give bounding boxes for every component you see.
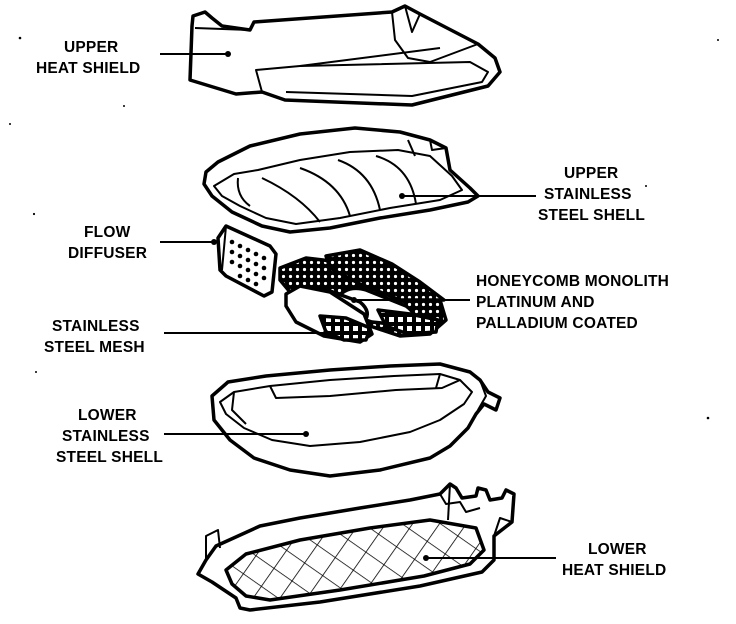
label-line: LOWER — [588, 541, 647, 558]
label-line: FLOW — [84, 224, 131, 241]
label-flow-diffuser: FLOW DIFFUSER — [68, 224, 217, 262]
leader-dot — [423, 555, 429, 561]
label-line: UPPER — [564, 165, 618, 182]
label-line: STAINLESS — [52, 318, 140, 335]
stainless-steel-mesh-part — [284, 284, 440, 344]
label-line: HEAT SHIELD — [36, 60, 140, 77]
label-line: UPPER — [64, 39, 118, 56]
label-stainless-steel-mesh: STAINLESS STEEL MESH — [44, 318, 329, 356]
label-line: DIFFUSER — [68, 245, 147, 262]
label-honeycomb-monolith: HONEYCOMB MONOLITH PLATINUM AND PALLADIU… — [351, 273, 669, 332]
label-line: STAINLESS — [544, 186, 632, 203]
scan-specks — [9, 36, 719, 420]
leader-dot — [303, 431, 309, 437]
label-line: STEEL SHELL — [56, 449, 163, 466]
label-lower-stainless-steel-shell: LOWER STAINLESS STEEL SHELL — [56, 407, 309, 466]
upper-heat-shield-part — [188, 4, 502, 107]
leader-dot — [225, 51, 231, 57]
label-line: STAINLESS — [62, 428, 150, 445]
leader-dot — [211, 239, 217, 245]
leader-dot — [323, 330, 329, 336]
flow-diffuser-part — [216, 224, 278, 298]
upper-stainless-steel-shell-part — [202, 126, 480, 234]
label-upper-stainless-steel-shell: UPPER STAINLESS STEEL SHELL — [399, 165, 645, 224]
leader-dot — [351, 297, 357, 303]
label-line: PLATINUM AND — [476, 294, 595, 311]
lower-stainless-steel-shell-part — [210, 362, 502, 478]
label-line: HEAT SHIELD — [562, 562, 666, 579]
label-upper-heat-shield: UPPER HEAT SHIELD — [36, 39, 231, 77]
label-line: HONEYCOMB MONOLITH — [476, 273, 669, 290]
label-line: STEEL SHELL — [538, 207, 645, 224]
label-line: PALLADIUM COATED — [476, 315, 638, 332]
label-lower-heat-shield: LOWER HEAT SHIELD — [423, 541, 666, 579]
label-line: STEEL MESH — [44, 339, 145, 356]
leader-dot — [399, 193, 405, 199]
label-line: LOWER — [78, 407, 137, 424]
lower-heat-shield-part — [196, 482, 516, 612]
